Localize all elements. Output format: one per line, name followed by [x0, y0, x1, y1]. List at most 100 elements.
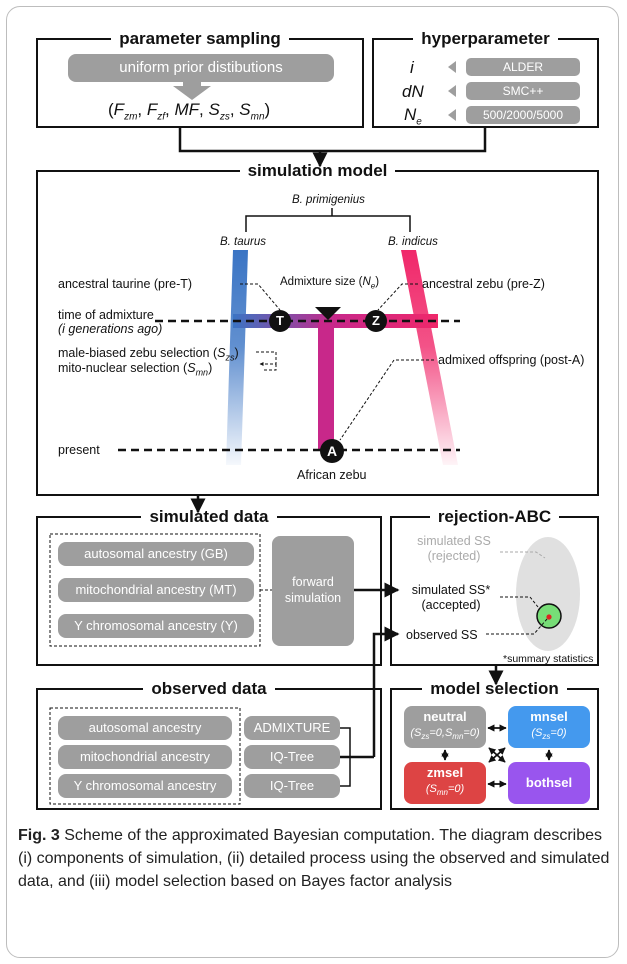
time-label-2: (i generations ago)	[58, 322, 163, 336]
rejected-ss-label: simulated SS (rejected)	[408, 534, 500, 564]
node-t	[269, 310, 291, 332]
accepted-line-1: simulated SS*	[411, 583, 491, 597]
observed-leader	[486, 618, 548, 635]
obs-to-abc-arrow	[372, 626, 400, 757]
neutral-model-box: neutral (Szs=0,Smn=0)	[404, 706, 486, 748]
forward-label-1: forward	[292, 575, 334, 589]
selection-bracket-2	[262, 364, 277, 371]
rejected-leader	[500, 551, 546, 559]
taurus-lineage	[226, 250, 248, 465]
iqtree-y-box: IQ-Tree	[244, 774, 340, 798]
rejection-abc-title: rejection-ABC	[429, 507, 560, 526]
hyper-arrow-1	[448, 61, 456, 73]
root-label: B. primigenius	[292, 194, 365, 206]
selection-bracket	[256, 351, 277, 366]
obs-y-box: Y chromosomal ancestry	[58, 774, 232, 798]
time-label-1: time of admixture	[58, 308, 154, 322]
simulation-model-panel: simulation model	[36, 161, 599, 496]
model-selection-title: model selection	[422, 679, 567, 698]
selection-label-2: mito-nuclear selection (Smn)	[58, 361, 213, 378]
forward-label-2: simulation	[284, 591, 342, 605]
hyper-value-ne: 500/2000/5000	[466, 106, 580, 124]
zmsel-label: zmsel	[426, 765, 464, 780]
admixture-size-marker	[315, 307, 341, 320]
simulated-data-title: simulated data	[141, 507, 277, 526]
parameter-sampling-title: parameter sampling	[111, 29, 289, 48]
root-bracket	[245, 215, 411, 232]
parameter-tuple: (Fzm, Fzf, MF, Szs, Smn)	[108, 100, 271, 123]
hyper-arrow-2	[448, 85, 456, 97]
indicus-label: B. indicus	[388, 236, 438, 248]
hyper-symbol-ne: Ne	[404, 105, 422, 128]
rejected-line-2: (rejected)	[427, 549, 481, 563]
bothsel-label: bothsel	[525, 775, 573, 790]
selection-label-1: male-biased zebu selection (Szs)	[58, 346, 239, 363]
accepted-line-2: (accepted)	[421, 598, 481, 612]
model-selection-panel: model selection	[390, 679, 599, 810]
summary-statistics-footnote: *summary statistics	[503, 653, 594, 665]
parameter-sampling-panel: parameter sampling uniform prior distibu…	[36, 29, 364, 128]
mnsel-model-box: mnsel (Szs=0)	[508, 706, 590, 748]
node-z	[365, 310, 387, 332]
pre-z-label: ancestral zebu (pre-Z)	[422, 277, 545, 291]
rejected-line-1: simulated SS	[417, 534, 491, 548]
sim-autosomal-box: autosomal ancestry (GB)	[58, 542, 254, 566]
obs-data-dashed-group	[49, 707, 241, 805]
node-t-label: T	[276, 313, 284, 328]
neutral-label: neutral	[423, 709, 467, 724]
post-a-leader	[339, 359, 434, 441]
mnsel-sub-label: (Szs=0)	[531, 727, 567, 742]
zmsel-sub-label: (Smn=0)	[425, 783, 465, 798]
obs-autosomal-box: autosomal ancestry	[58, 716, 232, 740]
indicus-lineage	[401, 250, 458, 465]
hyper-arrow-3	[448, 109, 456, 121]
taurus-label: B. taurus	[220, 236, 267, 248]
node-a-label: A	[326, 443, 338, 459]
caption-text: Scheme of the approximated Bayesian comp…	[18, 827, 610, 890]
observed-data-title: observed data	[143, 679, 275, 698]
simulation-model-title: simulation model	[239, 161, 396, 180]
prior-down-arrow	[173, 80, 211, 100]
accepted-leader	[500, 596, 539, 608]
african-zebu-label: African zebu	[297, 468, 367, 482]
figure-frame	[6, 6, 619, 958]
admixture-tool-box: ADMIXTURE	[244, 716, 340, 740]
rejection-abc-panel: rejection-ABC	[390, 507, 599, 666]
node-a	[320, 439, 344, 463]
hyperparameter-title: hyperparameter	[413, 29, 558, 48]
hyper-symbol-i: i	[410, 58, 414, 77]
hyperparameter-panel: hyperparameter	[372, 29, 599, 128]
iqtree-mito-box: IQ-Tree	[244, 745, 340, 769]
caption-figure-number: Fig. 3	[18, 827, 60, 844]
accepted-ss-label: simulated SS* (accepted)	[402, 583, 500, 613]
node-z-label: Z	[372, 313, 380, 328]
pre-t-label: ancestral taurine (pre-T)	[58, 277, 193, 291]
rejected-region	[516, 537, 580, 651]
uniform-prior-box: uniform prior distibutions	[68, 54, 334, 82]
mnsel-label: mnsel	[530, 709, 568, 724]
pre-t-leader	[240, 283, 281, 311]
hyper-value-alder: ALDER	[466, 58, 580, 76]
sim-y-box: Y chromosomal ancestry (Y)	[58, 614, 254, 638]
ms-diag-2	[488, 747, 506, 763]
bothsel-model-box: bothsel	[508, 762, 590, 804]
sim-data-dashed-group	[49, 533, 261, 647]
forward-simulation-box: forward simulation	[272, 536, 354, 646]
admixture-size-label: Admixture size (Ne)	[280, 276, 380, 291]
zmsel-model-box: zmsel (Smn=0)	[404, 762, 486, 804]
figure-caption: Fig. 3 Scheme of the approximated Bayesi…	[18, 824, 612, 893]
sim-mito-box: mitochondrial ancestry (MT)	[58, 578, 254, 602]
pre-z-leader	[377, 283, 418, 311]
observed-point	[546, 614, 552, 620]
observed-ss-label: observed SS	[406, 628, 478, 642]
neutral-sub-label: (Szs=0,Smn=0)	[410, 727, 480, 742]
top-connector	[178, 128, 487, 153]
observed-data-panel: observed data	[36, 679, 382, 810]
hyper-symbol-dn: dN	[402, 82, 424, 101]
present-label: present	[58, 443, 100, 457]
hyper-value-smc: SMC++	[466, 82, 580, 100]
admixed-lineage	[318, 320, 334, 450]
post-a-label: admixed offspring (post-A)	[438, 353, 585, 367]
obs-mito-box: mitochondrial ancestry	[58, 745, 232, 769]
